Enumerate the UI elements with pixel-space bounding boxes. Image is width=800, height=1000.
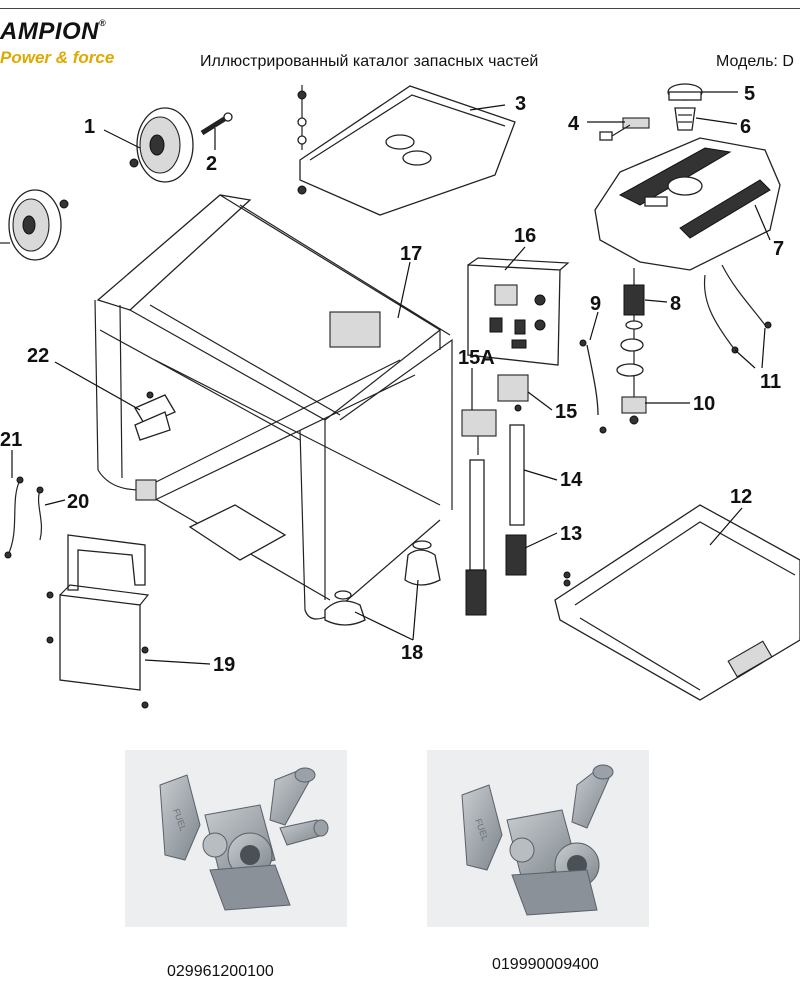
brand-name: AMPION	[0, 18, 99, 45]
callout-15A: 15A	[458, 347, 495, 369]
callout-21: 21	[0, 429, 22, 451]
cable-part-20	[36, 486, 44, 541]
control-panel-part-16	[467, 257, 570, 366]
callout-13: 13	[560, 523, 582, 545]
callout-9: 9	[590, 293, 601, 315]
callout-1: 1	[84, 116, 95, 138]
top-cover-part-3	[297, 85, 516, 216]
handle-tube-part-14	[469, 424, 525, 571]
callout-11: 11	[760, 371, 781, 393]
fuel-valve-image: FUEL	[159, 767, 329, 911]
cable-part-21	[4, 476, 24, 559]
handle-bracket-part-15	[497, 374, 529, 412]
callout-3: 3	[515, 93, 526, 115]
catalog-title: Иллюстрированный каталог запасных частей	[200, 53, 539, 70]
frame-part-17	[94, 194, 453, 620]
brand-tagline: Power & force	[0, 48, 115, 67]
fuel-valve-stack-part-8	[616, 268, 645, 400]
part-code-2: 019990009400	[492, 956, 599, 973]
exploded-parts-diagram: .ln{stroke:#222;stroke-width:1.2;fill:no…	[0, 83, 800, 709]
fuel-cap-part-5	[667, 83, 703, 101]
callout-numbers: 1 2 3 4 5 6 7 8 9 10 11 12 13 14 15 15A …	[0, 83, 784, 676]
callout-18: 18	[401, 642, 423, 664]
callout-15: 15	[555, 401, 577, 423]
callout-16: 16	[514, 225, 536, 247]
battery-part-19	[46, 534, 150, 709]
fuel-hose-part-9	[579, 339, 607, 434]
fuel-filter-part-6	[674, 107, 696, 131]
header-rule	[0, 8, 800, 9]
callout-17: 17	[400, 243, 422, 265]
fuel-valve-photo-2: FUEL	[427, 750, 649, 927]
callout-14: 14	[560, 469, 583, 491]
handle-grip-part-13	[465, 534, 527, 616]
fuel-tank-part-7	[594, 137, 781, 271]
callout-leaders	[11, 91, 771, 665]
tank-hoses-part-11	[703, 264, 772, 354]
registered-mark: ®	[99, 18, 107, 28]
base-plate-part-12	[554, 504, 800, 701]
fuel-valve-part-10	[621, 396, 647, 425]
callout-4: 4	[568, 113, 580, 135]
callout-20: 20	[67, 491, 89, 513]
bracket-part-22	[134, 391, 176, 441]
fuel-valve-image: FUEL	[461, 764, 614, 916]
callout-2: 2	[206, 153, 217, 175]
part-code-1: 029961200100	[167, 963, 274, 980]
wheel-part-1	[129, 107, 194, 183]
axle-bolt-part-2	[200, 112, 233, 136]
shock-mount-part-18	[324, 540, 441, 626]
callout-10: 10	[693, 393, 715, 415]
fuel-valve-photo-1: FUEL	[125, 750, 347, 927]
handle-bracket-part-15A	[461, 409, 497, 455]
callout-5: 5	[744, 83, 755, 105]
callout-8: 8	[670, 293, 681, 315]
callout-12: 12	[730, 486, 752, 508]
callout-6: 6	[740, 116, 751, 138]
model-label: Модель: D	[716, 53, 794, 70]
wheel-part-1-second	[0, 189, 69, 261]
callout-22: 22	[27, 345, 49, 367]
callout-7: 7	[773, 238, 784, 260]
callout-19: 19	[213, 654, 235, 676]
fuel-gauge-part-4	[599, 117, 650, 141]
